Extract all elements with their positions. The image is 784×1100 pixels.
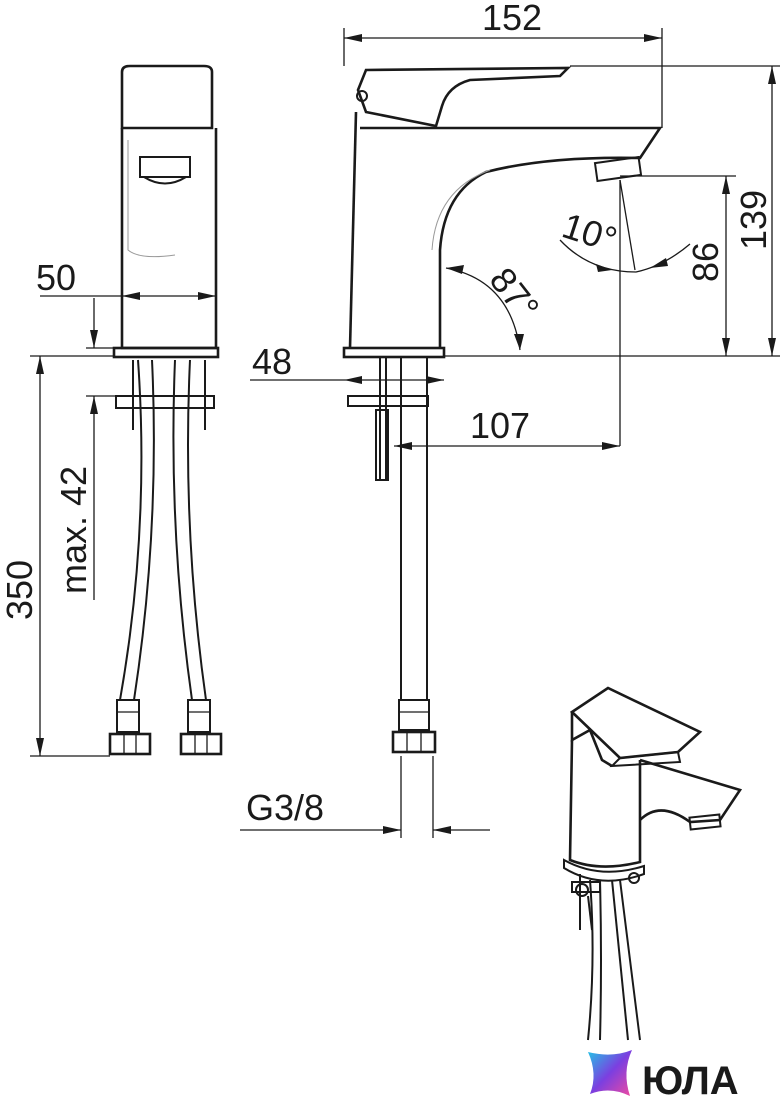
dim-label-350: 350 <box>0 560 40 620</box>
dimension-86: 86 <box>620 175 736 356</box>
dim-label-max-42: max. 42 <box>53 466 94 594</box>
dimension-g38: G3/8 <box>240 756 490 838</box>
dim-label-50: 50 <box>36 257 76 298</box>
dimension-max-42: max. 42 <box>53 298 116 600</box>
side-view <box>342 66 663 754</box>
angle-10: 10° <box>558 179 691 446</box>
dimension-107: 107 <box>394 405 620 450</box>
dim-label-86: 86 <box>685 242 726 282</box>
angle-label-10: 10° <box>558 205 622 261</box>
dim-label-g38: G3/8 <box>246 787 324 828</box>
dimension-139: 139 <box>444 65 780 357</box>
dim-label-139: 139 <box>733 190 774 250</box>
dim-label-48: 48 <box>252 341 292 382</box>
yula-logo: ЮЛА <box>588 1050 739 1100</box>
dim-label-152: 152 <box>482 0 542 38</box>
dimension-50: 50 <box>36 257 216 300</box>
dim-label-107: 107 <box>470 405 530 446</box>
perspective-view <box>563 686 743 1041</box>
dimension-350: 350 <box>0 355 114 757</box>
front-view <box>108 64 223 756</box>
angle-87: 87° <box>445 260 548 351</box>
angle-label-87: 87° <box>482 260 548 328</box>
dimension-152: 152 <box>343 0 663 128</box>
dimension-48: 48 <box>250 341 444 384</box>
yula-logo-text: ЮЛА <box>642 1059 739 1100</box>
yula-logo-icon <box>588 1050 632 1096</box>
